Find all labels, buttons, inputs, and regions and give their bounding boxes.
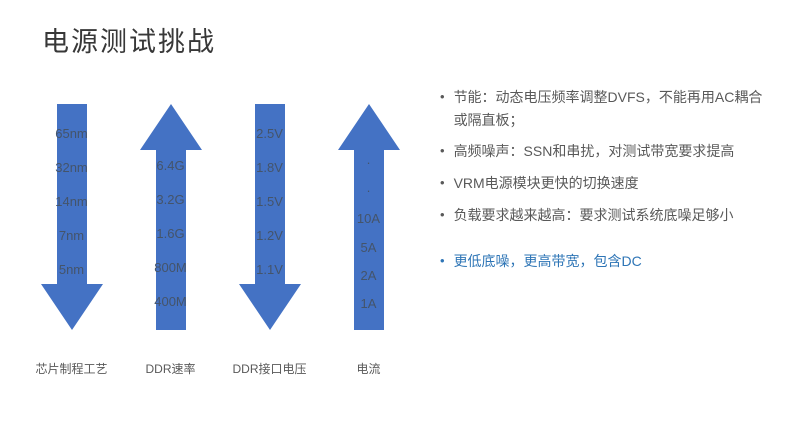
arrow-value: · [366,154,371,170]
arrow-value: 10A [356,211,381,227]
arrow-value: 2A [360,267,377,283]
arrow-column: 65nm 32nm 14nm 7nm 5nm 芯片制程工艺 [22,104,121,377]
bullet-text: 负载要求越来越高：要求测试系统底噪足够小 [453,206,734,223]
trend-arrow: 6.4G 3.2G 1.6G 800M 400M [139,104,202,330]
bullet-item: • 高频噪声：SSN和串扰，对测试带宽要求提高 [440,140,764,163]
bullet-item: • 负载要求越来越高：要求测试系统底噪足够小 [440,204,764,227]
arrow-icon [337,104,400,330]
trend-arrow: · · 10A 5A 2A 1A [337,104,400,330]
arrow-value: 1.8V [256,159,283,175]
arrow-values: 65nm 32nm 14nm 7nm 5nm [41,116,103,286]
arrow-icon [139,104,202,330]
arrow-value: 3.2G [156,191,185,207]
arrow-value: 7nm [58,227,85,243]
bullet-marker: • [440,253,445,269]
arrow-shape [337,104,400,330]
arrow-value: · [366,182,371,198]
arrow-value: 5A [360,239,377,255]
trend-arrow: 2.5V 1.8V 1.5V 1.2V 1.1V [238,104,301,330]
arrow-shape [40,104,103,330]
bullet-marker: • [440,143,445,159]
bullet-item: • VRM电源模块更快的切换速度 [440,172,764,195]
bullet-marker: • [440,206,445,222]
arrow-caption: DDR速率 [145,362,196,376]
arrow-value: 6.4G [156,157,185,173]
arrow-shape [139,104,202,330]
bullet-marker: • [440,175,445,191]
arrow-value: 2.5V [256,125,283,141]
arrow-value: 800M [154,259,187,275]
bullet-text: 节能：动态电压频率调整DVFS，不能再用AC耦合或隔直板； [453,89,763,128]
arrow-caption: 芯片制程工艺 [35,362,108,376]
bullet-item-highlight: • 更低底噪，更高带宽，包含DC [440,250,764,273]
arrow-value: 32nm [55,159,88,175]
arrow-value: 1.5V [256,193,283,209]
page-title: 电源测试挑战 [42,27,216,57]
arrow-values: 2.5V 1.8V 1.5V 1.2V 1.1V [239,116,301,286]
arrow-value: 400M [154,293,187,309]
arrow-shape [238,104,301,330]
arrow-value: 65nm [55,125,88,141]
bullet-list: • 节能：动态电压频率调整DVFS，不能再用AC耦合或隔直板； • 高频噪声：SSN和… [440,86,764,282]
arrow-value: 1.1V [256,261,283,277]
arrow-value: 5nm [58,261,85,277]
arrow-icon [40,104,103,330]
arrow-values: · · 10A 5A 2A 1A [338,148,400,318]
arrow-value: 1A [360,296,377,312]
arrow-column: 6.4G 3.2G 1.6G 800M 400M DDR速率 [121,104,220,377]
arrow-value: 14nm [55,193,88,209]
arrow-values: 6.4G 3.2G 1.6G 800M 400M [140,148,202,318]
arrow-icon [238,104,301,330]
bullet-text: 高频噪声：SSN和串扰，对测试带宽要求提高 [453,143,735,160]
bullet-text: 更低底噪，更高带宽，包含DC [453,253,642,270]
bullet-text: VRM电源模块更快的切换速度 [453,175,639,192]
trend-arrow: 65nm 32nm 14nm 7nm 5nm [40,104,103,330]
bullet-marker: • [440,89,445,104]
arrow-caption: DDR接口电压 [232,362,307,376]
arrow-column: · · 10A 5A 2A 1A 电流 [319,104,418,377]
arrow-value: 1.2V [256,227,283,243]
arrow-caption: 电流 [356,362,381,376]
arrow-value: 1.6G [156,225,185,241]
bullet-item: • 节能：动态电压频率调整DVFS，不能再用AC耦合或隔直板； [440,86,764,131]
arrows-diagram: 65nm 32nm 14nm 7nm 5nm 芯片制程工艺 6.4G 3.2G 1.6G 80… [22,104,418,377]
arrow-column: 2.5V 1.8V 1.5V 1.2V 1.1V DDR接口电压 [220,104,319,377]
